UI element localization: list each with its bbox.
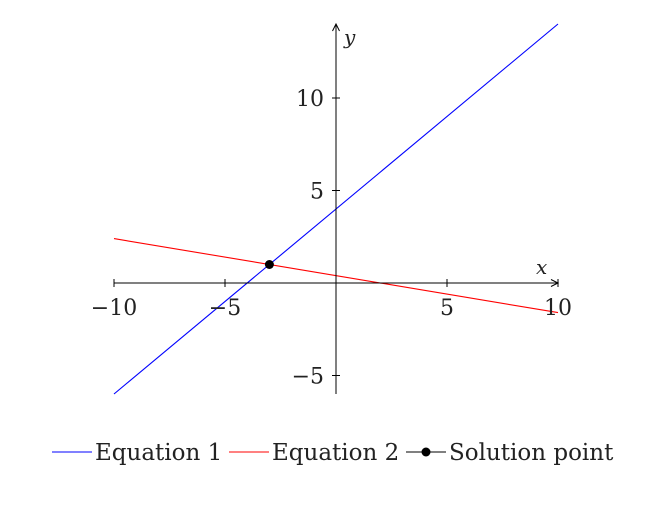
y-tick-label: −5 (292, 365, 324, 390)
legend-label: Equation 2 (272, 440, 399, 466)
legend-label: Equation 1 (95, 440, 222, 466)
legend-swatch-marker (421, 447, 431, 457)
legend-item-1: Equation 1 (52, 440, 222, 466)
x-tick-label: −10 (91, 296, 137, 321)
legend-item-2: Equation 2 (229, 440, 399, 466)
legend: Equation 1 Equation 2 Solution point (52, 440, 614, 466)
y-tick-label: 5 (310, 180, 324, 205)
x-tick-label: 10 (544, 296, 572, 321)
y-tick-label: 10 (296, 87, 324, 112)
solution-point-marker (264, 260, 274, 269)
x-tick-label: 5 (440, 296, 454, 321)
legend-label: Solution point (449, 440, 614, 466)
x-tick-label: −5 (209, 296, 241, 321)
y-axis-arrow (332, 22, 340, 32)
ticks: −10 −5 5 10 −5 5 10 (91, 87, 572, 390)
legend-item-3: Solution point (406, 440, 614, 466)
x-axis-label: x (536, 255, 547, 279)
y-axis-label: y (343, 25, 356, 49)
